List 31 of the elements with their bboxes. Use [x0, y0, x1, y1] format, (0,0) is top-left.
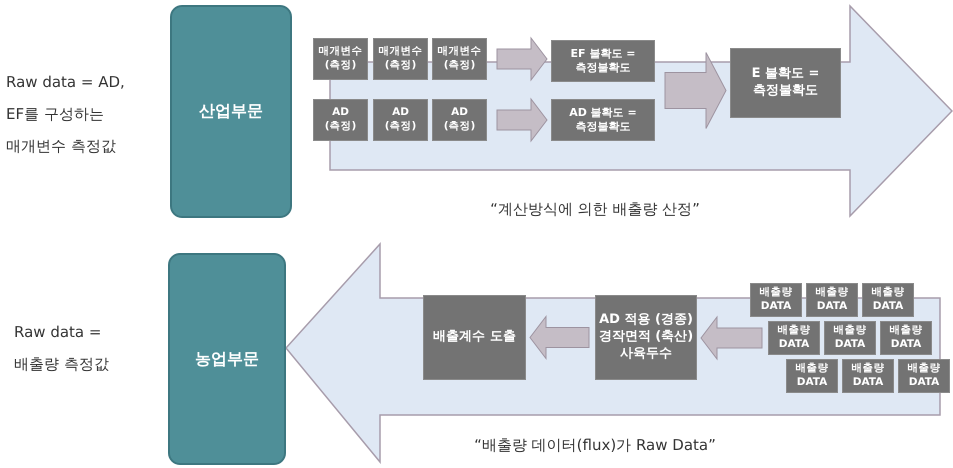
side-note: Raw data = AD, EF를 구성하는 매개변수 측정값	[6, 72, 126, 157]
block-arrow	[496, 98, 548, 142]
process-box: AD 불확도 =측정불확도	[551, 99, 655, 141]
process-box: AD (측정)	[373, 99, 428, 141]
process-box: 배출계수 도출	[423, 295, 526, 380]
process-box: 매개변수 (측정)	[373, 38, 428, 80]
block-arrow	[664, 52, 727, 129]
process-box: 배출량 DATA	[786, 359, 838, 393]
caption: “계산방식에 의한 배출량 산정”	[489, 200, 701, 219]
side-note: Raw data = 배출량 측정값	[14, 322, 110, 375]
process-box: 배출량 DATA	[824, 321, 876, 355]
process-box: 매개변수 (측정)	[313, 38, 368, 80]
process-box: 배출량 DATA	[768, 321, 820, 355]
process-box: E 불확도 =측정불확도	[730, 48, 841, 118]
block-arrow	[496, 36, 548, 82]
caption: “배출량 데이터(flux)가 Raw Data”	[473, 436, 717, 455]
process-box: 배출량 DATA	[862, 283, 914, 317]
block-arrow	[700, 316, 762, 360]
sector-box: 농업부문	[168, 253, 286, 465]
process-box: 배출량 DATA	[842, 359, 894, 393]
sector-box: 산업부문	[170, 5, 292, 218]
process-box: EF 불확도 =측정불확도	[551, 40, 655, 82]
block-arrow	[529, 315, 590, 360]
process-box: 배출량 DATA	[750, 283, 802, 317]
process-box: 배출량 DATA	[880, 321, 932, 355]
process-box: AD (측정)	[432, 99, 487, 141]
process-box: 매개변수 (측정)	[432, 38, 487, 80]
process-box: AD (측정)	[313, 99, 368, 141]
process-box: 배출량 DATA	[806, 283, 858, 317]
process-box: 배출량 DATA	[898, 359, 950, 393]
process-box: AD 적용 (경종) 경작면적 (축산) 사육두수	[595, 295, 697, 380]
